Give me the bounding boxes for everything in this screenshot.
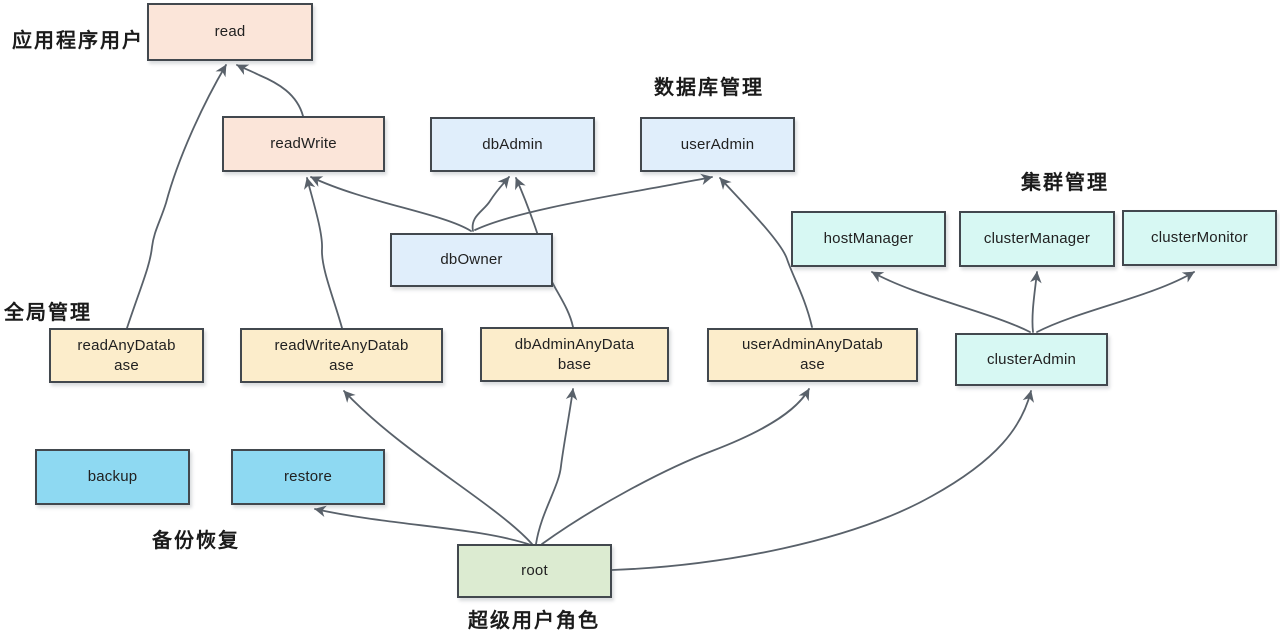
edge-clusterAdmin-clusterManager	[1030, 271, 1042, 333]
node-clusterAdmin: clusterAdmin	[955, 333, 1108, 386]
group-label-super-user-role: 超级用户角色	[468, 610, 600, 632]
edge-root-readWriteAnyDatabase	[343, 390, 533, 545]
edge-root-userAdminAnyDatabase	[541, 388, 810, 545]
edge-dbOwner-readWrite	[310, 176, 472, 232]
node-readWrite: readWrite	[222, 116, 385, 172]
node-backup: backup	[35, 449, 190, 505]
node-read: read	[147, 3, 313, 61]
edge-root-dbAdminAnyDatabase	[535, 388, 578, 545]
edge-userAdminAnyDatabase-userAdmin	[719, 177, 813, 328]
edge-readWriteAnyDatabase-readWrite	[304, 177, 343, 329]
edge-readAnyDatabase-read	[126, 64, 227, 329]
node-userAdminAnyDatabase: userAdminAnyDatabase	[707, 328, 918, 382]
node-dbAdmin: dbAdmin	[430, 117, 595, 172]
node-root: root	[457, 544, 612, 598]
group-label-cluster-management: 集群管理	[1021, 172, 1109, 194]
group-label-db-management: 数据库管理	[654, 77, 764, 99]
group-label-app-users: 应用程序用户	[12, 30, 144, 52]
node-userAdmin: userAdmin	[640, 117, 795, 172]
node-clusterManager: clusterManager	[959, 211, 1115, 267]
edge-clusterAdmin-hostManager	[871, 271, 1031, 333]
edge-root-restore	[314, 505, 532, 546]
node-readWriteAnyDatabase: readWriteAnyDatabase	[240, 328, 443, 383]
edge-dbOwner-dbAdmin	[471, 176, 510, 232]
node-clusterMonitor: clusterMonitor	[1122, 210, 1277, 266]
edge-clusterAdmin-clusterMonitor	[1036, 271, 1195, 333]
edge-readWrite-read	[236, 64, 304, 117]
edge-dbOwner-userAdmin	[474, 173, 713, 231]
edge-root-clusterAdmin	[611, 390, 1034, 571]
group-label-global-management: 全局管理	[4, 302, 92, 324]
node-restore: restore	[231, 449, 385, 505]
node-hostManager: hostManager	[791, 211, 946, 267]
node-dbAdminAnyDatabase: dbAdminAnyDatabase	[480, 327, 669, 382]
node-readAnyDatabase: readAnyDatabase	[49, 328, 204, 383]
group-label-backup-restore: 备份恢复	[152, 530, 240, 552]
node-dbOwner: dbOwner	[390, 233, 553, 287]
